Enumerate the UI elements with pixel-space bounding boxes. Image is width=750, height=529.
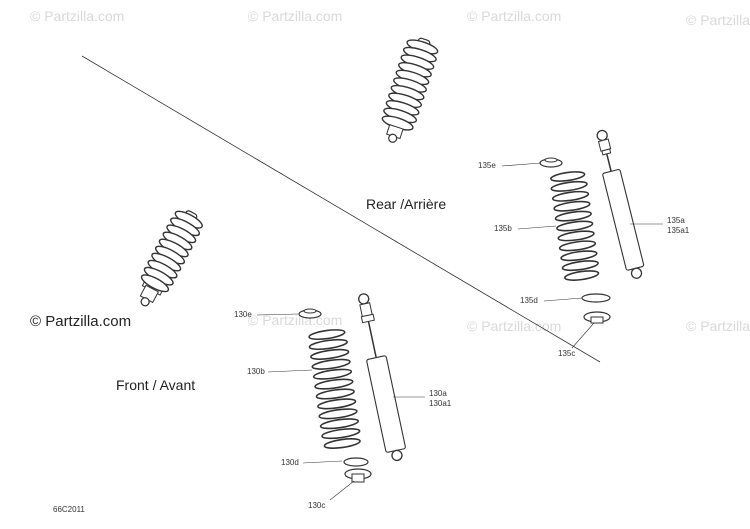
rear-spring — [550, 171, 600, 281]
watermark: © Partzilla.com — [686, 12, 750, 28]
rear-spring-retainer — [583, 311, 611, 324]
watermark: © Partzilla.com — [30, 8, 125, 24]
callout-130d[interactable]: 130d — [281, 458, 299, 467]
callout-135b[interactable]: 135b — [494, 224, 512, 233]
front-spring — [308, 329, 361, 449]
front-spring-seat — [343, 457, 369, 467]
callout-135d[interactable]: 135d — [520, 296, 538, 305]
callout-135a1[interactable]: 135a1 — [667, 226, 690, 235]
callout-130a1[interactable]: 130a1 — [429, 399, 452, 408]
watermark: © Partzilla.com — [686, 318, 750, 334]
callout-130a[interactable]: 130a — [429, 389, 447, 398]
divider-line — [81, 55, 601, 363]
rear-spring-seat — [581, 293, 611, 303]
callout-130b[interactable]: 130b — [247, 367, 265, 376]
rear-section-label: Rear /Arrière — [366, 196, 447, 212]
front-damper — [358, 293, 406, 462]
front-top-cap — [298, 308, 322, 319]
front-spring-retainer — [344, 468, 372, 483]
watermark: © Partzilla.com — [248, 8, 343, 24]
rear-damper — [596, 129, 645, 279]
callout-130c[interactable]: 130c — [308, 501, 326, 510]
rear-top-cap — [539, 157, 563, 168]
front-shock-assembled — [139, 210, 203, 307]
leader-lines — [256, 162, 663, 501]
callout-135a[interactable]: 135a — [667, 216, 685, 225]
watermark: © Partzilla.com — [467, 318, 562, 334]
callout-130e[interactable]: 130e — [234, 310, 252, 319]
partzilla-logo: © Partzilla.com — [30, 313, 132, 330]
callout-135c[interactable]: 135c — [558, 349, 576, 358]
callout-135e[interactable]: 135e — [478, 161, 496, 170]
rear-shock-assembled — [381, 37, 439, 143]
diagram-code: 66C2011 — [53, 505, 85, 514]
front-section-label: Front / Avant — [116, 377, 196, 393]
watermark: © Partzilla.com — [467, 8, 562, 24]
